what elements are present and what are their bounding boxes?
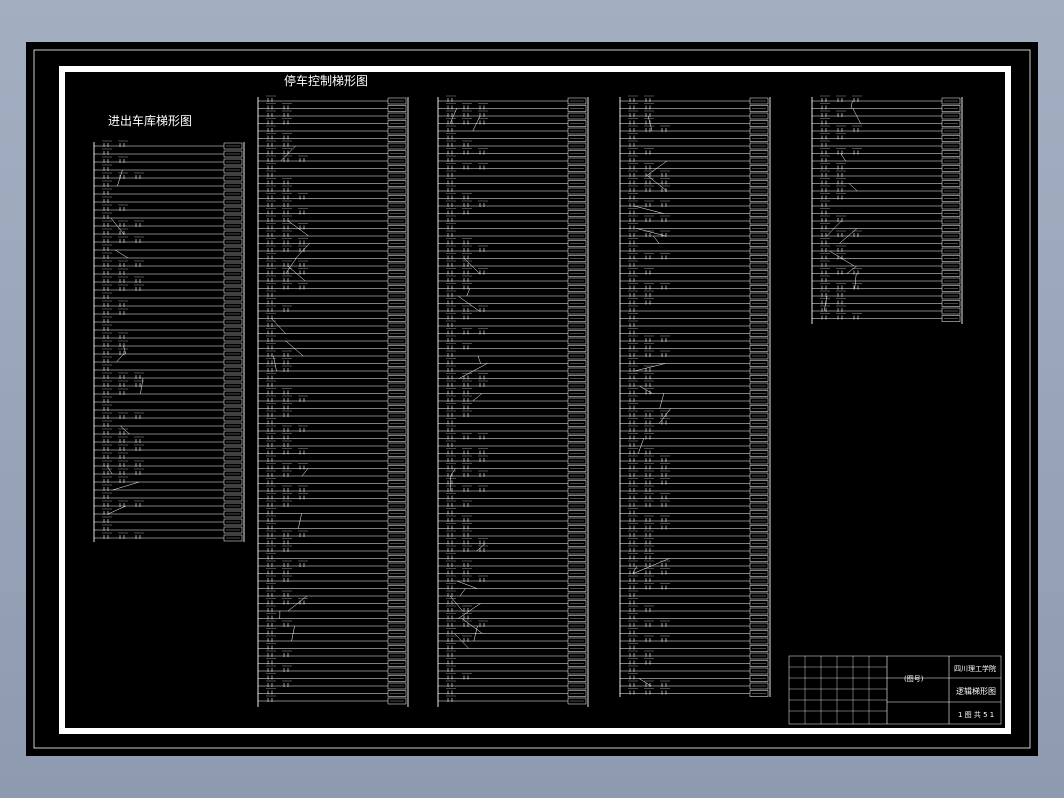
- drawing-title-center: 停车控制梯形图: [284, 74, 369, 88]
- title-block-drawing-name: 逻辑梯形图: [956, 687, 996, 696]
- outer-border: [33, 49, 1031, 749]
- cad-viewport[interactable]: 进出车库梯形图 停车控制梯形图 四川理工学院 逻辑梯形图 (图号) 1 图 共 …: [26, 42, 1038, 756]
- inner-border: [59, 66, 1011, 734]
- title-block-figure-no: (图号): [904, 675, 924, 683]
- drawing-title-left: 进出车库梯形图: [108, 114, 193, 128]
- ladder-rungs: [93, 95, 1002, 725]
- title-block-school: 四川理工学院: [954, 665, 996, 673]
- ladder-diagram-sheet: [33, 49, 1031, 749]
- title-block-sheet: 1 图 共 5 1: [958, 711, 995, 719]
